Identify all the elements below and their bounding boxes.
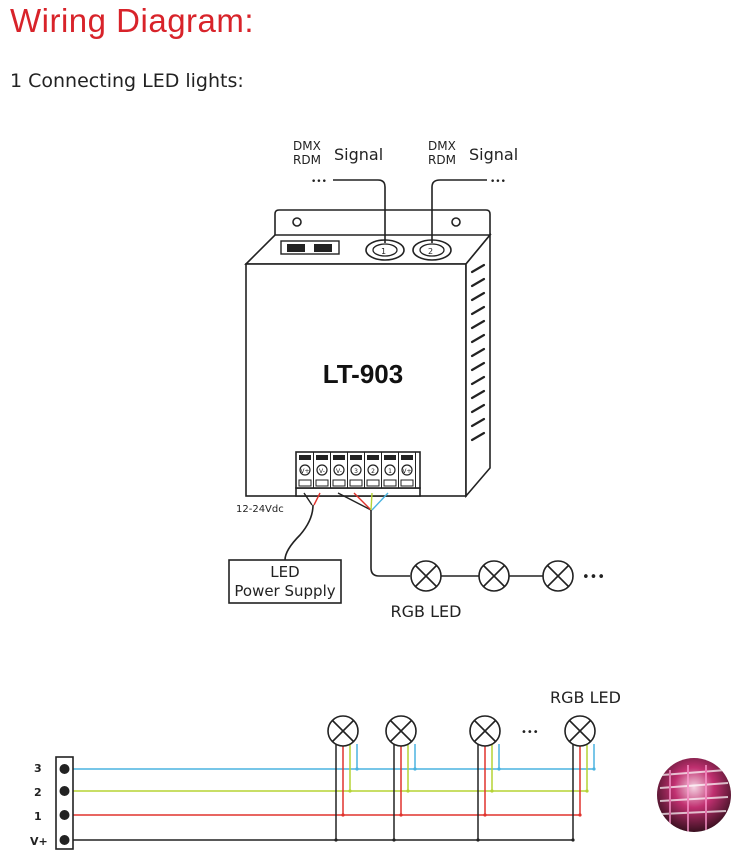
rgb-led-icon bbox=[542, 560, 574, 592]
rgb-led-icon bbox=[385, 715, 417, 747]
terminal-label-3: 3 bbox=[34, 762, 42, 775]
rgb-led-chain-top bbox=[410, 560, 574, 592]
terminal-port-label: V+ bbox=[300, 468, 309, 475]
terminal-pin bbox=[59, 835, 70, 845]
dmx-in-signal: Signal bbox=[334, 145, 383, 164]
terminal-pin bbox=[59, 786, 70, 796]
svg-text:1: 1 bbox=[381, 247, 386, 256]
terminal-port-label: V- bbox=[336, 468, 342, 475]
terminal-label-1: 1 bbox=[34, 810, 42, 823]
dmx-in-label: DMX RDM Signal ••• bbox=[293, 139, 383, 187]
vent-slots bbox=[470, 263, 486, 442]
rgb-led-top-label: RGB LED bbox=[391, 602, 462, 621]
terminal-port-label: V- bbox=[319, 468, 325, 475]
dmx-out-line1: DMX bbox=[428, 139, 456, 153]
dmx-cables bbox=[333, 179, 487, 243]
output-wires bbox=[337, 492, 410, 577]
dmx-out-dots: ••• bbox=[490, 177, 506, 187]
input-voltage-label: 12-24Vdc bbox=[236, 504, 284, 515]
terminal-screw: V+ bbox=[400, 452, 416, 488]
rgb-led-top-dots: ••• bbox=[582, 570, 605, 585]
terminal-screw: V- bbox=[332, 452, 348, 488]
terminal-label-2: 2 bbox=[34, 786, 42, 799]
terminal-port-label: 1 bbox=[388, 468, 392, 475]
dmx-out-label: DMX RDM Signal ••• bbox=[428, 139, 518, 187]
dmx-in-line2: RDM bbox=[293, 153, 321, 167]
dmx-out-signal: Signal bbox=[469, 145, 518, 164]
power-supply-line2: Power Supply bbox=[234, 582, 335, 600]
terminal-screw: V+ bbox=[298, 452, 314, 488]
power-wires bbox=[284, 492, 321, 561]
rgb-led-icon bbox=[327, 715, 359, 747]
dmx-in-line1: DMX bbox=[293, 139, 321, 153]
rgb-led-icon bbox=[410, 560, 442, 592]
terminal-screw: 2 bbox=[366, 452, 382, 488]
terminal-label-vplus: V+ bbox=[30, 835, 48, 848]
terminal-port-label: 2 bbox=[371, 468, 375, 475]
svg-text:2: 2 bbox=[428, 247, 433, 256]
terminal-port-label: V+ bbox=[402, 468, 411, 475]
dmx-in-dots: ••• bbox=[311, 177, 327, 187]
rgb-led-icon bbox=[564, 715, 596, 747]
terminal-pin bbox=[59, 810, 70, 820]
led-power-supply: LED Power Supply bbox=[228, 559, 342, 604]
terminal-connector bbox=[55, 756, 74, 850]
section-heading: 1 Connecting LED lights: bbox=[10, 70, 244, 92]
rgb-led-bottom-dots: ••• bbox=[521, 727, 539, 738]
power-supply-line1: LED bbox=[270, 563, 299, 581]
rgb-led-icon bbox=[469, 715, 501, 747]
dmx-out-line2: RDM bbox=[428, 153, 456, 167]
rj45-ports bbox=[280, 240, 340, 255]
rgb-led-icon bbox=[478, 560, 510, 592]
terminal-pin bbox=[59, 764, 70, 774]
terminal-block: V+ V- V- 3 2 1 V+ bbox=[295, 451, 421, 489]
page-title: Wiring Diagram: bbox=[10, 2, 255, 39]
rgb-led-bottom-label: RGB LED bbox=[550, 688, 621, 707]
terminal-screw: 3 bbox=[349, 452, 365, 488]
controller-model: LT-903 bbox=[323, 359, 403, 389]
bus-wires bbox=[73, 744, 596, 842]
terminal-screw: 1 bbox=[383, 452, 399, 488]
terminal-screw: V- bbox=[315, 452, 331, 488]
company-logo-emblem bbox=[657, 758, 731, 832]
rgb-led-chain-bottom bbox=[327, 715, 596, 747]
terminal-port-label: 3 bbox=[354, 468, 358, 475]
